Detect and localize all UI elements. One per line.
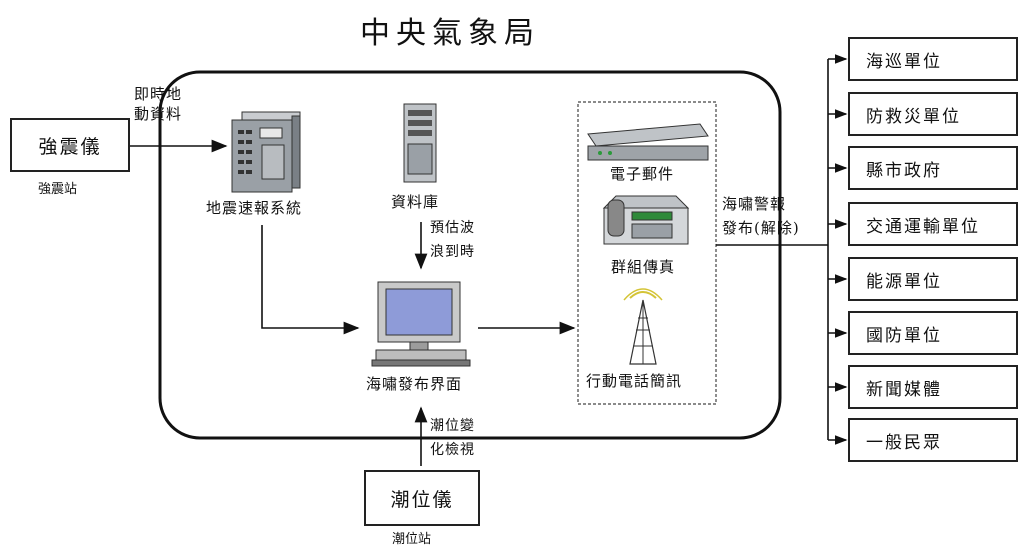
recipient-label: 一般民眾 — [866, 432, 942, 453]
email-device-icon — [587, 123, 709, 161]
recipient-label: 海巡單位 — [866, 51, 942, 72]
tide-change-label: 潮位變 化檢視 — [430, 414, 475, 462]
wave-arrival-label: 預估波 浪到時 — [430, 216, 475, 264]
recipient-box: 防救災單位 — [848, 92, 1018, 136]
database-label: 資料庫 — [391, 193, 440, 211]
eew-system-label: 地震速報系統 — [206, 199, 303, 217]
recipient-label: 防救災單位 — [866, 106, 961, 127]
recipient-box: 能源單位 — [848, 257, 1018, 301]
computer-icon — [371, 281, 471, 367]
recipient-label: 國防單位 — [866, 325, 942, 346]
recipient-box: 國防單位 — [848, 311, 1018, 355]
tsunami-release-line1: 海嘯警報 — [722, 195, 787, 213]
recipient-box: 新聞媒體 — [848, 365, 1018, 409]
tide-station-label: 潮位站 — [392, 532, 432, 547]
email-label: 電子郵件 — [610, 165, 675, 183]
wave-arrival-line1: 預估波 — [430, 220, 475, 236]
recipient-box: 一般民眾 — [848, 418, 1018, 462]
interface-label: 海嘯發布界面 — [366, 375, 463, 393]
tide-gauge-label: 潮位儀 — [390, 488, 454, 511]
wave-arrival-line2: 浪到時 — [430, 244, 475, 260]
seismometer-station-label: 強震站 — [38, 182, 78, 197]
recipient-box: 海巡單位 — [848, 37, 1018, 81]
sms-label: 行動電話簡訊 — [586, 372, 683, 390]
recipient-label: 新聞媒體 — [866, 379, 942, 400]
realtime-data-line1: 即時地 — [134, 85, 183, 103]
database-server-icon — [403, 103, 437, 183]
recipient-label: 交通運輸單位 — [866, 216, 980, 237]
page-title: 中央氣象局 — [360, 16, 540, 51]
recipient-box: 交通運輸單位 — [848, 202, 1018, 246]
fax-machine-icon — [602, 195, 690, 245]
tide-change-line2: 化檢視 — [430, 442, 475, 458]
tide-gauge-box: 潮位儀 — [364, 470, 480, 526]
cell-tower-icon — [623, 288, 663, 365]
recipient-box: 縣市政府 — [848, 146, 1018, 190]
server-rack-icon — [231, 111, 301, 193]
recipient-label: 縣市政府 — [866, 160, 942, 181]
realtime-data-label: 即時地 動資料 — [134, 84, 182, 124]
seismometer-box: 強震儀 — [10, 118, 130, 172]
tide-change-line1: 潮位變 — [430, 418, 475, 434]
realtime-data-line2: 動資料 — [134, 105, 183, 123]
fax-label: 群組傳真 — [611, 258, 676, 276]
tsunami-release-line2: 發布(解除) — [722, 219, 800, 237]
cwb-boundary — [158, 70, 782, 440]
seismometer-label: 強震儀 — [38, 135, 102, 158]
recipient-label: 能源單位 — [866, 271, 942, 292]
tsunami-release-label: 海嘯警報 發布(解除) — [722, 192, 800, 240]
